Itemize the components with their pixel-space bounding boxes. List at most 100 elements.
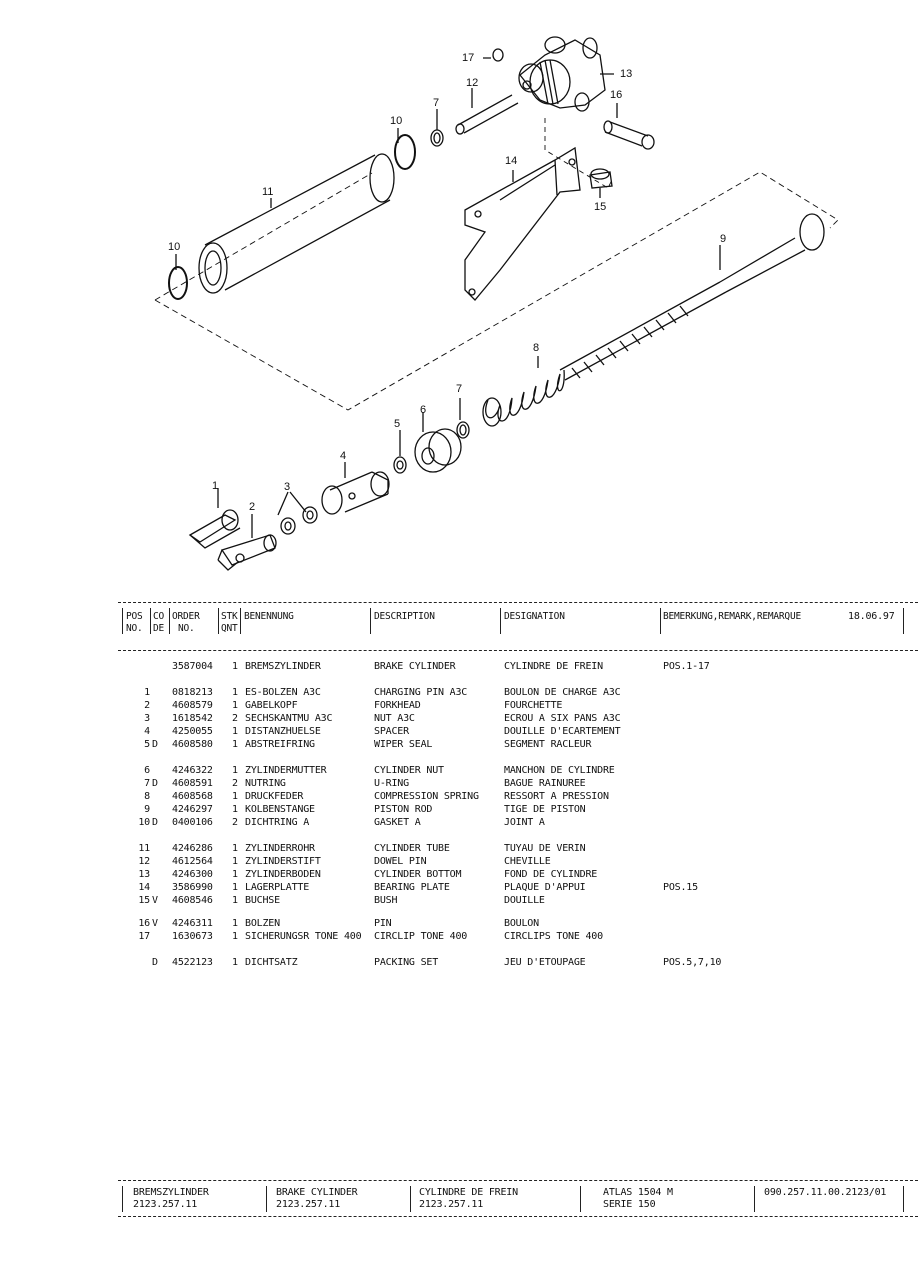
- cell-fr: MANCHON DE CYLINDRE: [504, 765, 615, 776]
- cell-en: BRAKE CYLINDER: [374, 661, 456, 672]
- cell-qty: 1: [232, 882, 238, 893]
- cell-pos: 12: [138, 856, 150, 867]
- cell-code: D: [152, 778, 158, 789]
- cell-qty: 1: [232, 931, 238, 942]
- cell-order: 4608568: [172, 791, 213, 802]
- header-benennung: BENENNUNG: [244, 611, 294, 622]
- cell-en: CYLINDER NUT: [374, 765, 444, 776]
- cell-de: BREMSZYLINDER: [245, 661, 321, 672]
- cell-en: CYLINDER BOTTOM: [374, 869, 462, 880]
- cell-order: 4246286: [172, 843, 213, 854]
- footer-divider: [754, 1186, 755, 1212]
- callout-16: 16: [610, 89, 623, 101]
- cell-de: DICHTSATZ: [245, 957, 298, 968]
- cell-en: CYLINDER TUBE: [374, 843, 450, 854]
- callout-13: 13: [620, 68, 633, 80]
- header-order: ORDER: [172, 611, 200, 622]
- cell-pos: 5: [144, 739, 150, 750]
- callout-9: 9: [720, 233, 727, 245]
- header-pos-2: NO.: [126, 623, 143, 634]
- cell-code: D: [152, 739, 158, 750]
- cell-pos: 9: [144, 804, 150, 815]
- footer-divider: [266, 1186, 267, 1212]
- callout-15: 15: [594, 201, 607, 213]
- cell-de: ZYLINDERROHR: [245, 843, 315, 854]
- footer-divider: [410, 1186, 411, 1212]
- callout-10-top: 10: [390, 115, 403, 127]
- cell-fr: CHEVILLE: [504, 856, 551, 867]
- cell-en: PACKING SET: [374, 957, 439, 968]
- cell-en: FORKHEAD: [374, 700, 421, 711]
- cell-order: 3587004: [172, 661, 213, 672]
- cell-en: SPACER: [374, 726, 409, 737]
- cell-fr: BAGUE RAINUREE: [504, 778, 586, 789]
- cell-fr: BOULON: [504, 918, 539, 929]
- callout-2: 2: [249, 501, 256, 513]
- cell-fr: RESSORT A PRESSION: [504, 791, 609, 802]
- cell-order: 4246300: [172, 869, 213, 880]
- cell-fr: DOUILLE D'ECARTEMENT: [504, 726, 621, 737]
- cell-fr: BOULON DE CHARGE A3C: [504, 687, 621, 698]
- cell-de: KOLBENSTANGE: [245, 804, 315, 815]
- cell-de: ZYLINDERMUTTER: [245, 765, 327, 776]
- cell-pos: 16: [138, 918, 150, 929]
- cell-qty: 2: [232, 778, 238, 789]
- cell-qty: 1: [232, 700, 238, 711]
- cell-de: ABSTREIFRING: [245, 739, 315, 750]
- cell-order: 4250055: [172, 726, 213, 737]
- col-divider: [122, 608, 123, 634]
- footer-fr-title: CYLINDRE DE FREIN: [419, 1187, 518, 1198]
- cell-qty: 1: [232, 687, 238, 698]
- cell-fr: FOURCHETTE: [504, 700, 563, 711]
- cell-en: BUSH: [374, 895, 398, 906]
- header-pos: POS: [126, 611, 143, 622]
- callout-12: 12: [466, 77, 479, 89]
- cell-de: NUTRING: [245, 778, 286, 789]
- cell-qty: 1: [232, 957, 238, 968]
- cell-order: 4608580: [172, 739, 213, 750]
- cell-qty: 1: [232, 869, 238, 880]
- cell-de: ES-BOLZEN A3C: [245, 687, 321, 698]
- cell-en: PISTON ROD: [374, 804, 433, 815]
- header-date: 18.06.97: [848, 611, 895, 622]
- callout-3: 3: [284, 481, 291, 493]
- cell-en: U-RING: [374, 778, 409, 789]
- header-bottom-rule: [118, 650, 918, 651]
- cell-en: GASKET A: [374, 817, 421, 828]
- cell-order: 4612564: [172, 856, 213, 867]
- cell-qty: 1: [232, 856, 238, 867]
- footer-divider: [580, 1186, 581, 1212]
- header-stk-2: QNT: [221, 623, 238, 634]
- col-divider: [660, 608, 661, 634]
- cell-qty: 1: [232, 843, 238, 854]
- callout-5: 5: [394, 418, 401, 430]
- cell-fr: FOND DE CYLINDRE: [504, 869, 598, 880]
- callout-6: 6: [420, 404, 427, 416]
- cell-code: V: [152, 918, 158, 929]
- footer-doc-number: 090.257.11.00.2123/01: [764, 1187, 887, 1198]
- cell-qty: 2: [232, 713, 238, 724]
- cell-en: CHARGING PIN A3C: [374, 687, 468, 698]
- cell-en: WIPER SEAL: [374, 739, 433, 750]
- cell-remark: POS.1-17: [663, 661, 710, 672]
- cell-qty: 1: [232, 726, 238, 737]
- cell-pos: 1: [144, 687, 150, 698]
- header-code: CO: [153, 611, 165, 622]
- cell-de: GABELKOPF: [245, 700, 298, 711]
- cell-de: ZYLINDERBODEN: [245, 869, 321, 880]
- cell-remark: POS.5,7,10: [663, 957, 722, 968]
- cell-qty: 2: [232, 817, 238, 828]
- cell-de: LAGERPLATTE: [245, 882, 310, 893]
- cell-order: 3586990: [172, 882, 213, 893]
- exploded-parts-drawing: [154, 36, 839, 571]
- cell-order: 4608546: [172, 895, 213, 906]
- cell-de: ZYLINDERSTIFT: [245, 856, 321, 867]
- col-divider: [903, 608, 904, 634]
- cell-order: 1630673: [172, 931, 213, 942]
- cell-en: PIN: [374, 918, 392, 929]
- col-divider: [169, 608, 170, 634]
- cell-order: 0400106: [172, 817, 213, 828]
- cell-order: 4608579: [172, 700, 213, 711]
- cell-qty: 1: [232, 765, 238, 776]
